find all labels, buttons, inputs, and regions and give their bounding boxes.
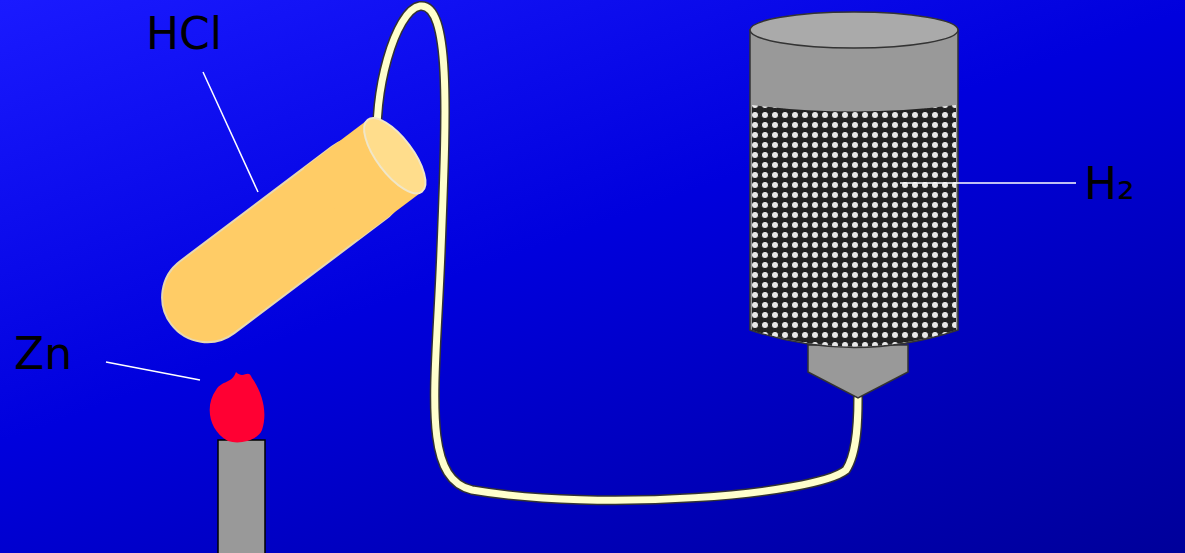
part-label: H₂ bbox=[1084, 160, 1135, 208]
part-label: HCl bbox=[146, 10, 222, 58]
flame bbox=[210, 372, 265, 442]
leader-line bbox=[106, 362, 200, 380]
test-tube bbox=[144, 109, 436, 360]
leader-line bbox=[900, 182, 1076, 184]
gas-container bbox=[750, 12, 958, 398]
part-label: Zn bbox=[14, 330, 72, 378]
leader-line bbox=[203, 72, 258, 192]
burner bbox=[218, 440, 265, 553]
